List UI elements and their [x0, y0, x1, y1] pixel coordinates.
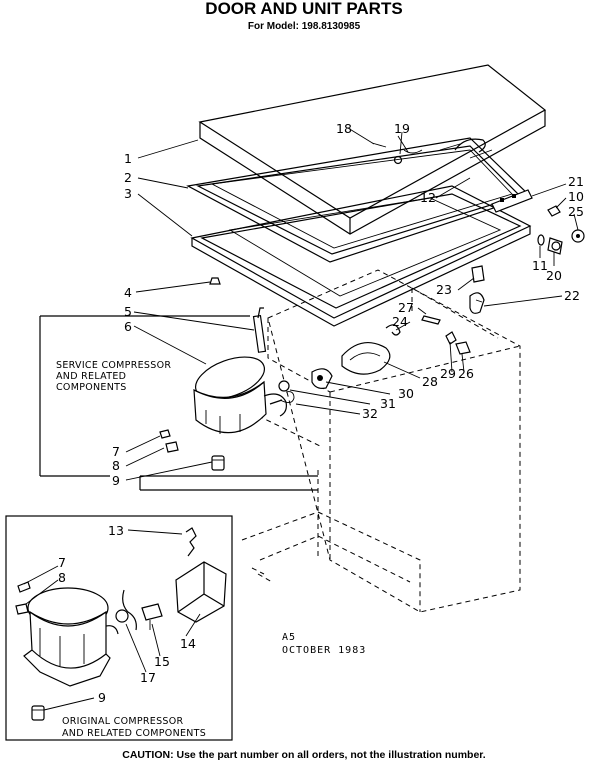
callout-8-original: 8 [58, 570, 66, 585]
callout-32: 32 [362, 406, 378, 421]
service-group-label: SERVICE COMPRESSOR AND RELATED COMPONENT… [56, 360, 171, 393]
callout-11: 11 [532, 258, 548, 273]
part-24 [385, 324, 401, 336]
service-label-line-1: SERVICE COMPRESSOR [56, 360, 171, 371]
part-10 [547, 205, 561, 217]
original-group-box [5, 515, 233, 741]
part-29 [445, 331, 457, 345]
part-11 [537, 234, 545, 246]
service-label-line-2: AND RELATED [56, 371, 126, 382]
callout-25: 25 [568, 204, 584, 219]
part-26 [455, 341, 471, 355]
part-31 [278, 380, 290, 392]
callout-8: 8 [112, 458, 120, 473]
callout-31: 31 [380, 396, 396, 411]
original-parts [115, 527, 227, 631]
service-compressor [193, 356, 287, 434]
callout-3: 3 [124, 186, 132, 201]
callout-18: 18 [336, 121, 352, 136]
part-5-drier [252, 307, 267, 353]
electrical-parts [278, 315, 471, 403]
original-label-line-1: ORIGINAL COMPRESSOR [62, 716, 184, 727]
callout-10: 10 [568, 189, 584, 204]
callout-22: 22 [564, 288, 580, 303]
callout-14: 14 [180, 636, 196, 651]
callout-9-original: 9 [98, 690, 106, 705]
callouts: 1 2 3 4 5 6 7 8 9 18 19 12 21 10 25 11 2… [58, 121, 584, 705]
callout-6: 6 [124, 319, 132, 334]
callout-28: 28 [422, 374, 438, 389]
door-liner [190, 185, 532, 327]
service-label-line-3: COMPONENTS [56, 382, 127, 393]
callout-9: 9 [112, 473, 120, 488]
caution-note: CAUTION: Use the part number on all orde… [122, 749, 486, 761]
service-group-box [39, 315, 318, 491]
callout-17: 17 [140, 670, 156, 685]
original-compressor [23, 587, 119, 687]
part-17 [122, 589, 137, 631]
hinge-assembly [469, 189, 585, 314]
callout-1: 1 [124, 151, 132, 166]
callout-27: 27 [398, 300, 414, 315]
part-23 [471, 265, 485, 283]
callout-2: 2 [124, 170, 132, 185]
part-28 [341, 341, 391, 375]
original-label-line-2: AND RELATED COMPONENTS [62, 728, 206, 739]
callout-12: 12 [420, 190, 436, 205]
callout-5: 5 [124, 304, 132, 319]
model-number: For Model: 198.8130985 [248, 21, 361, 32]
revision-code: A5 [282, 632, 296, 643]
callout-24: 24 [392, 314, 408, 329]
callout-30: 30 [398, 386, 414, 401]
callout-23: 23 [436, 282, 452, 297]
cabinet-outline [233, 269, 521, 613]
callout-7: 7 [112, 444, 120, 459]
diagram-title: DOOR AND UNIT PARTS [205, 0, 402, 18]
revision-stamp: A5 OCTOBER 1983 [282, 632, 366, 656]
leader-lines [23, 127, 579, 711]
callout-15: 15 [154, 654, 170, 669]
original-mounts [15, 581, 45, 721]
door-lid [198, 64, 547, 235]
part-14 [175, 561, 227, 623]
callout-29: 29 [440, 366, 456, 381]
callout-13: 13 [108, 523, 124, 538]
part-4-screw [209, 277, 221, 285]
callout-20: 20 [546, 268, 562, 283]
part-22 [469, 292, 485, 314]
part-13 [185, 527, 197, 557]
part-27 [421, 315, 441, 325]
callout-4: 4 [124, 285, 132, 300]
revision-date: OCTOBER 1983 [282, 645, 366, 656]
service-mounts [159, 429, 225, 471]
part-15 [141, 603, 163, 621]
callout-19: 19 [394, 121, 410, 136]
original-group-label: ORIGINAL COMPRESSOR AND RELATED COMPONEN… [62, 716, 206, 739]
part-32 [279, 391, 295, 403]
callout-26: 26 [458, 366, 474, 381]
callout-21: 21 [568, 174, 584, 189]
callout-7-original: 7 [58, 555, 66, 570]
